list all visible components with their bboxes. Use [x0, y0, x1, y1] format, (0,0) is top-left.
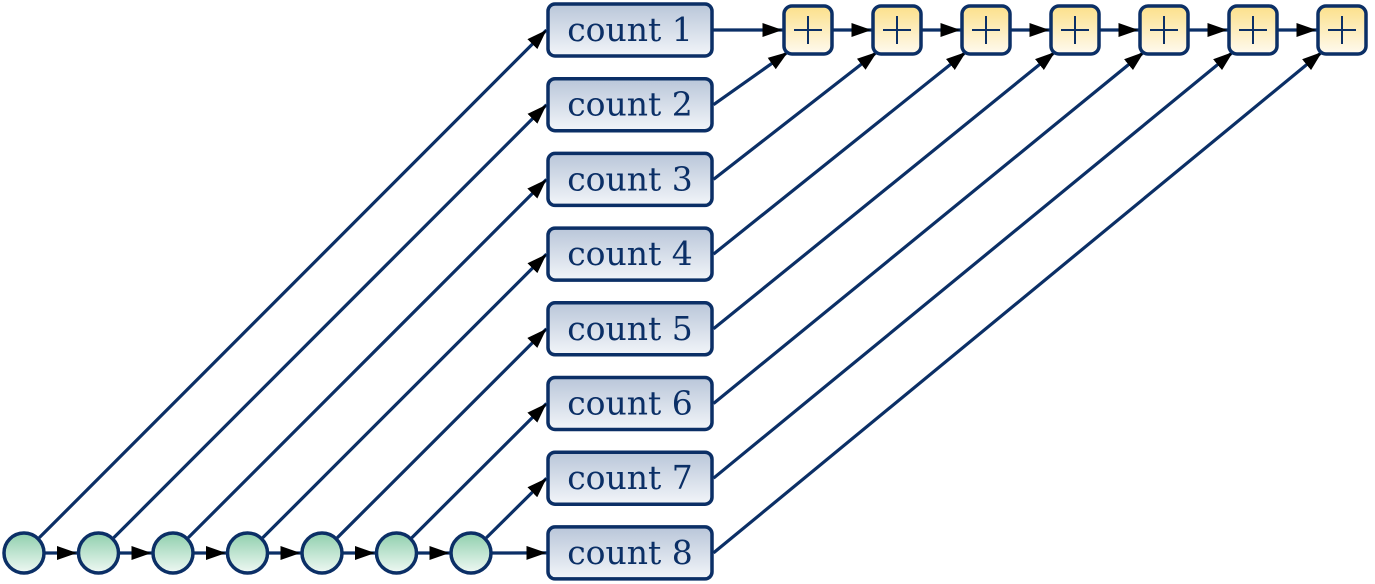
- count-box-shape: [546, 301, 714, 357]
- edge-k6-to-p5: [712, 50, 1146, 405]
- plus-icon: [1150, 16, 1178, 44]
- edge-c1-to-k1: [38, 28, 548, 539]
- count-box-label: count 7: [567, 458, 693, 497]
- input-node-3: [151, 531, 195, 575]
- adder-node-7: [1316, 4, 1368, 56]
- edge-k5-to-p4: [712, 50, 1057, 331]
- count-box-label: count 3: [567, 159, 693, 198]
- edge-k3-to-p2: [712, 50, 878, 181]
- adder-node-2: [871, 4, 923, 56]
- count-box-label: count 2: [567, 85, 693, 124]
- input-node-1: [2, 531, 46, 575]
- count-box-label: count 4: [567, 234, 693, 273]
- count-box-label: count 5: [567, 309, 693, 348]
- adder-node-5: [1138, 4, 1190, 56]
- count-box-1: count 1: [546, 2, 714, 58]
- edge-c2-to-k2: [112, 103, 548, 539]
- edge-k8-to-p7: [712, 50, 1324, 555]
- input-node-5: [300, 531, 344, 575]
- edge-k4-to-p3: [712, 50, 967, 256]
- plus-icon: [794, 16, 822, 44]
- count-box-6: count 6: [546, 375, 714, 432]
- edge-c5-to-k5: [336, 327, 548, 539]
- plus-icon: [1328, 16, 1356, 44]
- plus-icon: [1239, 16, 1267, 44]
- edges-layer: [38, 23, 1324, 560]
- adder-node-3: [960, 4, 1012, 56]
- count-box-shape: [546, 375, 714, 432]
- edge-c4-to-k4: [261, 252, 548, 539]
- count-box-8: count 8: [546, 525, 714, 581]
- input-node-2: [76, 531, 121, 575]
- count-box-label: count 1: [567, 10, 693, 49]
- adder-node-1: [782, 4, 834, 56]
- edge-c6-to-k6: [410, 402, 548, 539]
- plus-icon: [883, 16, 911, 44]
- count-box-4: count 4: [546, 226, 714, 282]
- plus-icon: [1061, 16, 1089, 44]
- count-box-shape: [546, 151, 714, 208]
- count-box-shape: [546, 450, 714, 506]
- count-box-7: count 7: [546, 450, 714, 506]
- input-node-4: [225, 531, 270, 575]
- adder-node-4: [1049, 4, 1101, 56]
- input-node-6: [374, 531, 419, 575]
- count-box-label: count 8: [567, 533, 693, 572]
- count-box-3: count 3: [546, 151, 714, 208]
- edge-c7-to-k7: [485, 477, 548, 540]
- count-box-5: count 5: [546, 301, 714, 357]
- plus-icon: [972, 16, 1000, 44]
- input-node-7: [449, 531, 493, 575]
- edge-k2-to-p1: [712, 50, 789, 107]
- edge-k7-to-p6: [712, 50, 1235, 480]
- adder-node-6: [1227, 4, 1279, 56]
- count-box-label: count 6: [567, 384, 693, 423]
- count-box-2: count 2: [546, 76, 714, 133]
- count-box-shape: [546, 226, 714, 282]
- count-box-shape: [546, 76, 714, 133]
- count-box-shape: [546, 2, 714, 58]
- count-box-shape: [546, 525, 714, 581]
- edge-c3-to-k3: [187, 178, 548, 539]
